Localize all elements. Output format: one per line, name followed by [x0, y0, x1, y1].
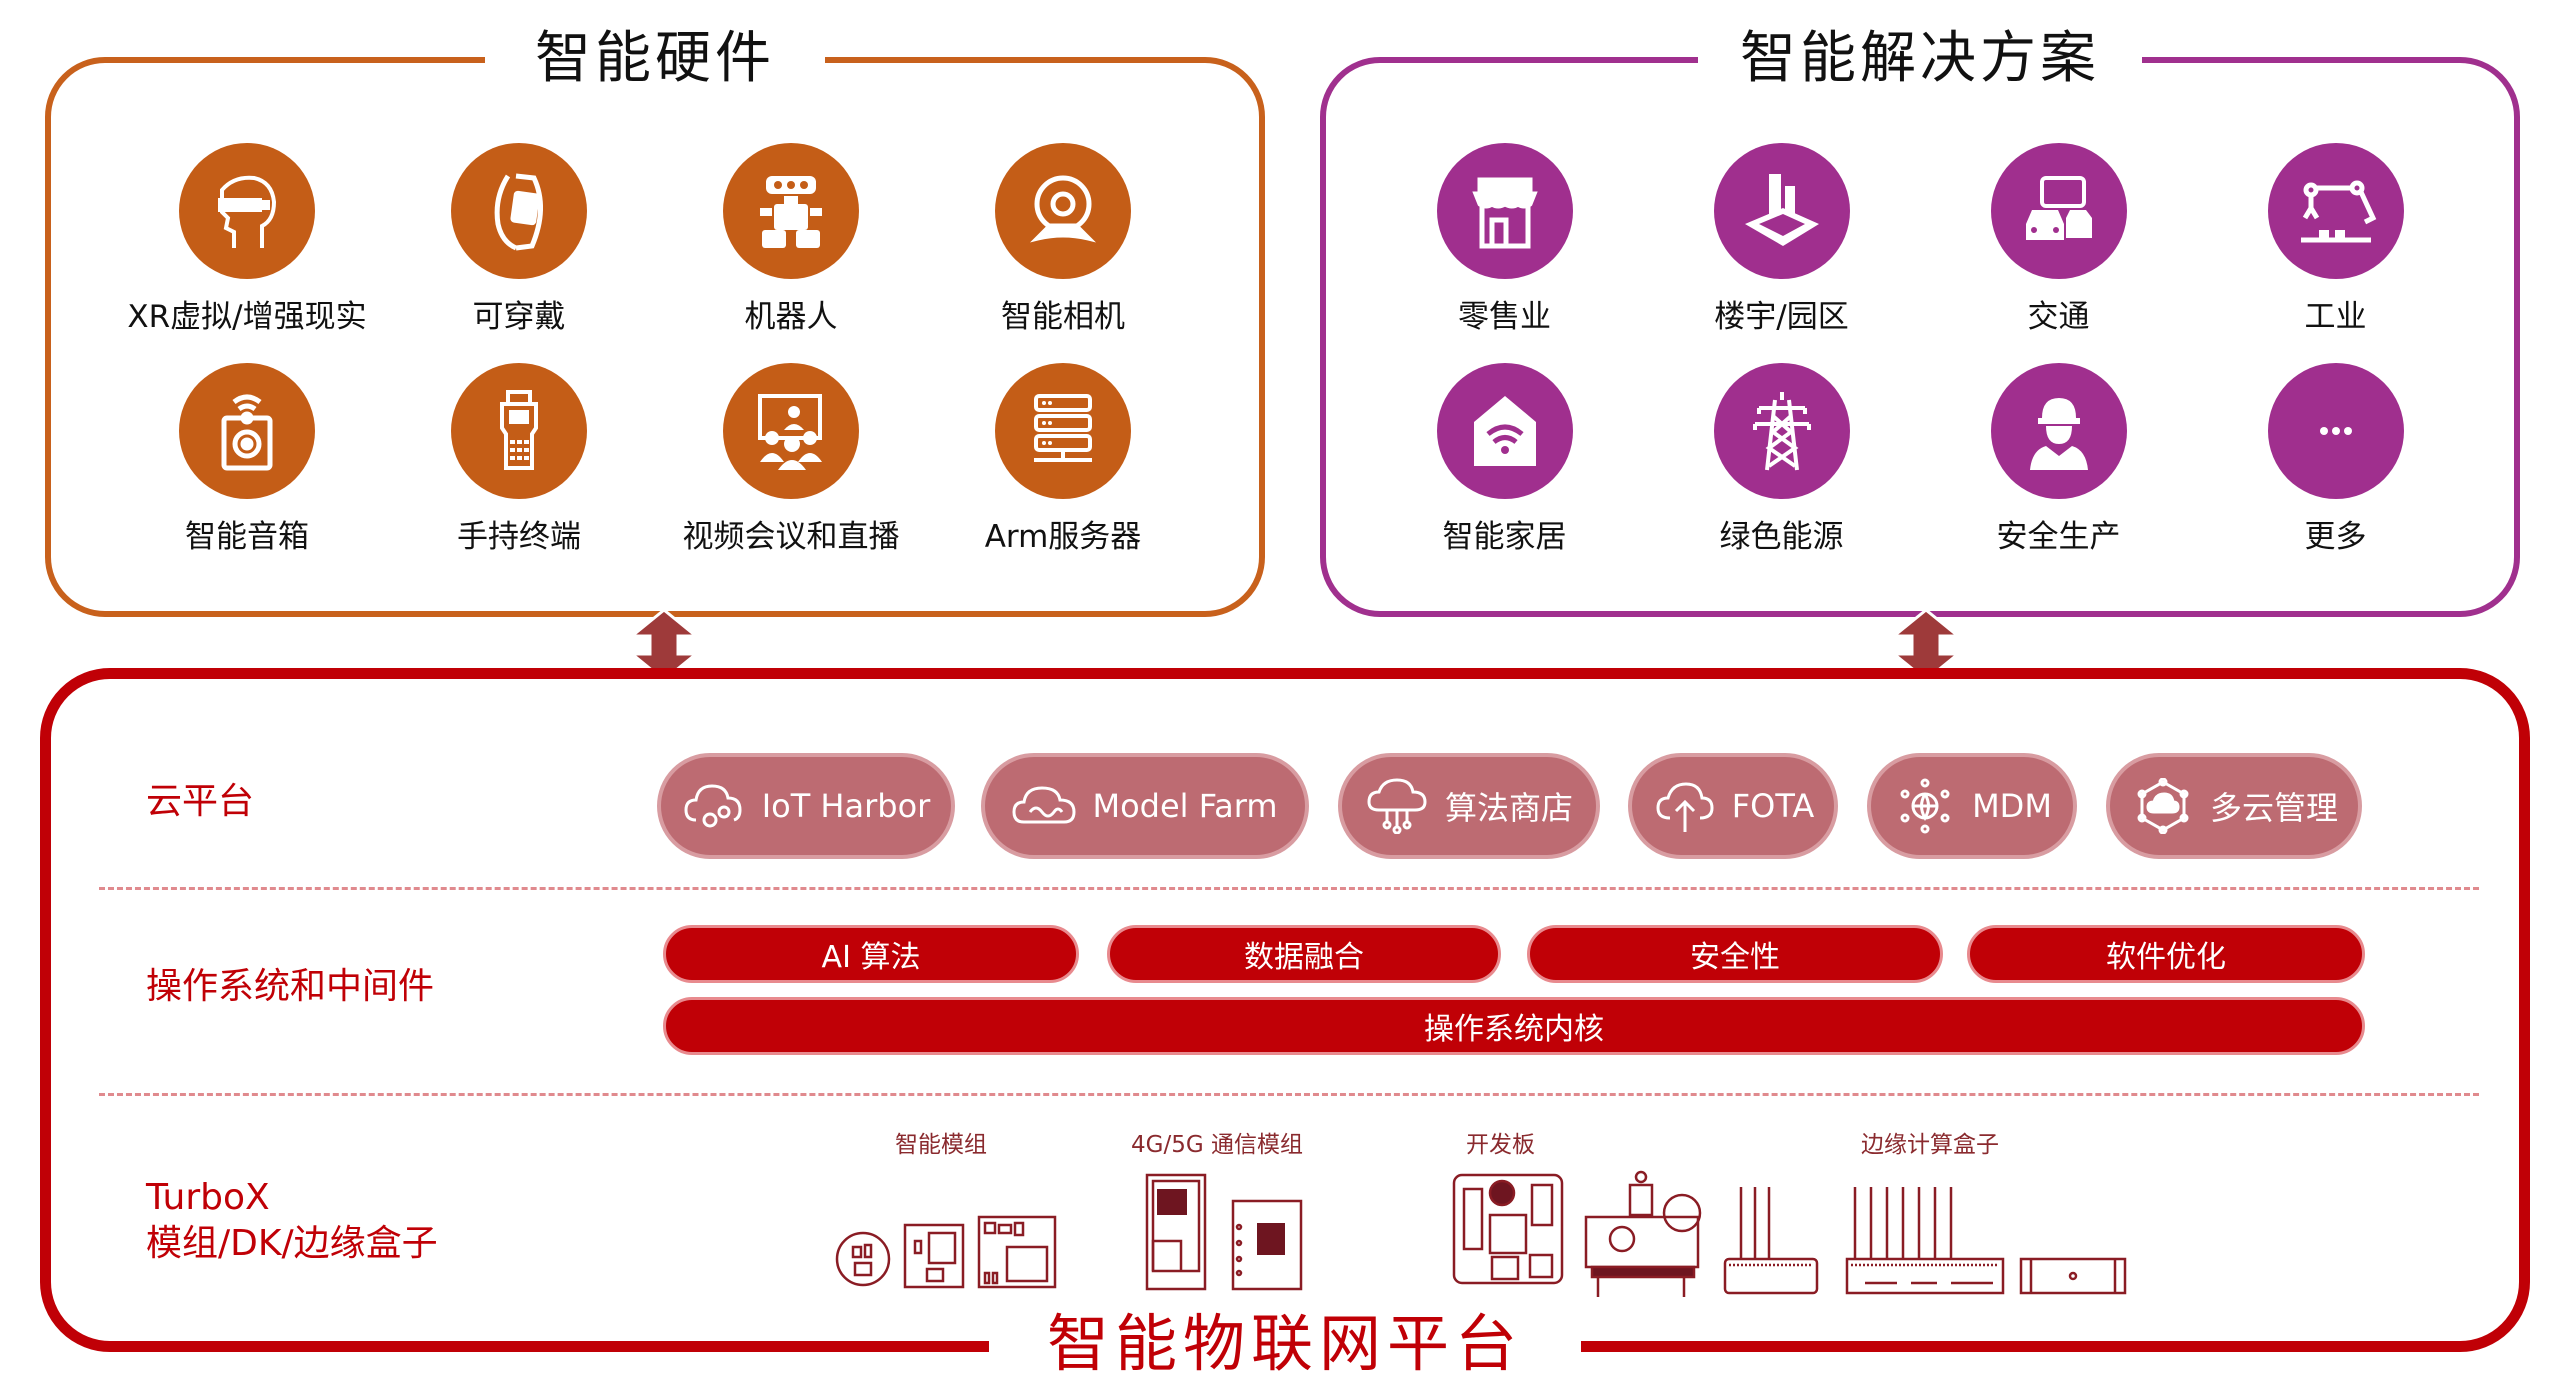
solution-item-more[interactable]: 更多: [2197, 363, 2474, 557]
solution-item-smart-home[interactable]: 智能家居: [1366, 363, 1643, 557]
os-component-ai-algorithm[interactable]: AI 算法: [663, 925, 1079, 983]
hardware-item-label: 智能相机: [1001, 299, 1125, 335]
4g5g-module-illustration: [1145, 1173, 1303, 1291]
hardware-grid: XR虚拟/增强现实 可穿戴 机器人 智能相机 智能音箱: [51, 143, 1259, 557]
hardware-item-label: 智能音箱: [185, 519, 309, 555]
solution-item-label: 安全生产: [1996, 519, 2121, 555]
cloud-layer-label: 云平台: [146, 781, 255, 822]
more-dots-icon: [2267, 363, 2404, 499]
hardware-item-robot[interactable]: 机器人: [655, 143, 927, 337]
turbox-label-line1: TurboX: [146, 1177, 270, 1218]
smart-module-illustration: [835, 1215, 1057, 1289]
smart-home-icon: [1436, 363, 1573, 499]
cloud-service-iot-harbor[interactable]: IoT Harbor: [657, 753, 955, 859]
hardware-item-label: 手持终端: [457, 519, 581, 555]
hardware-item-label: 视频会议和直播: [682, 519, 900, 555]
smartwatch-icon: [451, 143, 587, 279]
solution-item-retail[interactable]: 零售业: [1366, 143, 1643, 337]
turbox-category-4g5g-module: 4G/5G 通信模组: [1131, 1132, 1303, 1158]
turbox-layer-label: TurboX 模组/DK/边缘盒子: [146, 1175, 438, 1267]
globe-network-icon: [1900, 778, 1950, 834]
hardware-item-speaker[interactable]: 智能音箱: [111, 363, 383, 557]
solution-item-label: 绿色能源: [1719, 519, 1844, 555]
smart-hardware-panel: 智能硬件 XR虚拟/增强现实 可穿戴 机器人 智能相机: [45, 19, 1265, 617]
hardware-item-label: XR虚拟/增强现实: [127, 299, 367, 335]
cloud-service-model-farm[interactable]: Model Farm: [981, 753, 1309, 859]
solution-item-buildings[interactable]: 楼宇/园区: [1643, 143, 1920, 337]
solution-item-green-energy[interactable]: 绿色能源: [1643, 363, 1920, 557]
multi-cloud-icon: [2137, 778, 2189, 834]
hardware-item-camera[interactable]: 智能相机: [927, 143, 1199, 337]
solution-item-traffic[interactable]: 交通: [1920, 143, 2197, 337]
smart-solutions-title: 智能解决方案: [1698, 19, 2142, 99]
robot-icon: [723, 143, 859, 279]
cloud-service-multi-cloud[interactable]: 多云管理: [2106, 753, 2362, 859]
hardware-item-video-conference[interactable]: 视频会议和直播: [655, 363, 927, 557]
cloud-brain-icon: [1012, 786, 1076, 824]
robot-arm-icon: [2267, 143, 2404, 279]
cloud-service-label: MDM: [1972, 787, 2052, 825]
hardware-item-label: Arm服务器: [984, 519, 1142, 555]
cloud-service-label: 算法商店: [1444, 789, 1573, 827]
hardware-item-xr[interactable]: XR虚拟/增强现实: [111, 143, 383, 337]
iot-platform-title: 智能物联网平台: [988, 1299, 1582, 1389]
webcam-icon: [995, 143, 1131, 279]
cloud-service-label: 多云管理: [2209, 789, 2338, 827]
server-rack-icon: [995, 363, 1131, 499]
solution-item-label: 工业: [2304, 299, 2367, 335]
hardware-item-label: 机器人: [744, 299, 838, 335]
turbox-label-line2: 模组/DK/边缘盒子: [146, 1223, 438, 1264]
smart-speaker-icon: [179, 363, 315, 499]
video-conference-icon: [723, 363, 859, 499]
solution-item-label: 零售业: [1458, 299, 1551, 335]
os-component-security[interactable]: 安全性: [1527, 925, 1943, 983]
layer-divider: [99, 887, 2479, 890]
smart-hardware-title: 智能硬件: [485, 19, 825, 99]
smart-solutions-panel: 智能解决方案 零售业 楼宇/园区 交通 工业: [1320, 19, 2520, 617]
solution-item-label: 更多: [2304, 519, 2367, 555]
cloud-service-label: Model Farm: [1092, 787, 1278, 825]
turbox-category-smart-module: 智能模组: [895, 1132, 987, 1158]
cloud-upload-icon: [1656, 782, 1714, 832]
storefront-icon: [1436, 143, 1573, 279]
solution-item-industry[interactable]: 工业: [2197, 143, 2474, 337]
bidirectional-arrow-icon: [628, 608, 700, 682]
solution-item-label: 智能家居: [1442, 519, 1567, 555]
solution-item-label: 楼宇/园区: [1714, 299, 1849, 335]
iot-platform-frame: 智能物联网平台 云平台 操作系统和中间件 TurboX 模组/DK/边缘盒子 I…: [40, 668, 2530, 1389]
handheld-terminal-icon: [451, 363, 587, 499]
traffic-icon: [1990, 143, 2127, 279]
os-component-data-fusion[interactable]: 数据融合: [1107, 925, 1501, 983]
bidirectional-arrow-icon: [1890, 608, 1962, 682]
turbox-category-dev-board: 开发板: [1466, 1132, 1535, 1158]
hardware-item-arm-server[interactable]: Arm服务器: [927, 363, 1199, 557]
os-kernel-bar[interactable]: 操作系统内核: [663, 997, 2365, 1055]
cloud-service-label: FOTA: [1731, 787, 1815, 825]
os-component-software-optimization[interactable]: 软件优化: [1967, 925, 2365, 983]
solution-item-label: 交通: [2027, 299, 2090, 335]
cloud-service-mdm[interactable]: MDM: [1867, 753, 2077, 859]
os-layer-label: 操作系统和中间件: [146, 966, 435, 1007]
hardhat-worker-icon: [1990, 363, 2127, 499]
hardware-item-handheld[interactable]: 手持终端: [383, 363, 655, 557]
power-tower-icon: [1713, 363, 1850, 499]
turbox-category-edge-box: 边缘计算盒子: [1861, 1132, 1999, 1158]
buildings-icon: [1713, 143, 1850, 279]
hardware-item-wearable[interactable]: 可穿戴: [383, 143, 655, 337]
dev-board-illustration: [1452, 1170, 1702, 1297]
vr-headset-icon: [179, 143, 315, 279]
cloud-service-label: IoT Harbor: [761, 787, 931, 825]
hardware-item-label: 可穿戴: [472, 299, 566, 335]
cloud-service-algorithm-store[interactable]: 算法商店: [1338, 753, 1600, 859]
layer-divider: [99, 1093, 2479, 1096]
cloud-service-fota[interactable]: FOTA: [1628, 753, 1838, 859]
edge-box-illustration: [1723, 1187, 2127, 1295]
cloud-gears-icon: [684, 784, 742, 828]
solutions-grid: 零售业 楼宇/园区 交通 工业 智能家居: [1326, 143, 2514, 557]
solution-item-safety[interactable]: 安全生产: [1920, 363, 2197, 557]
cloud-network-icon: [1367, 778, 1427, 834]
